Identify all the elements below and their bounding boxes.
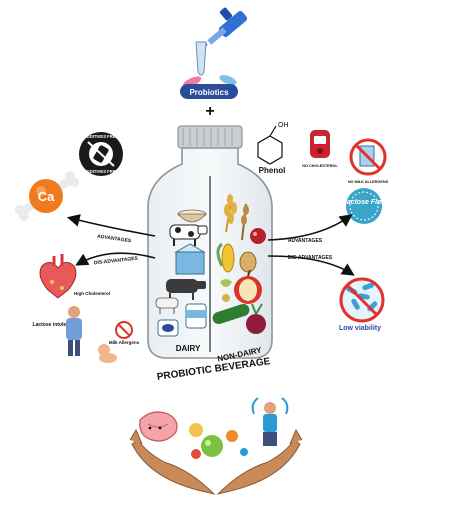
buffalo-icon: [166, 279, 206, 300]
phenol-structure-icon: OH: [257, 122, 289, 165]
pomegranate-icon: [250, 228, 266, 244]
right-advantages-label: ADVANTAGES: [288, 238, 323, 244]
right-hand-icon: [216, 428, 303, 495]
left-disadvantages-label: DIS-ADVANTAGES: [94, 256, 139, 267]
milk-jug-icon: [185, 303, 207, 329]
no-cholesterol-label: NO CHOLESTEROL: [302, 164, 338, 168]
calcium-symbol: Ca: [38, 189, 55, 204]
additives-free-top-text: ADDITIVES FREE: [84, 134, 119, 139]
beetroot-icon: [246, 303, 266, 334]
intestine-icon: [139, 411, 178, 442]
grain-sprouts-icon: [241, 203, 249, 241]
right-disadvantages-label: DIS-ADVANTAGES: [288, 255, 333, 261]
no-milk-allergens-icon: [349, 138, 387, 176]
lactose-intolerance-label: Lactose intolerance: [33, 322, 80, 328]
high-cholesterol-label: High Cholesterol: [74, 291, 110, 296]
left-advantages-arrow: ADVANTAGES: [66, 214, 156, 245]
baby-allergy-icon: [98, 321, 133, 363]
calcium-bone-icon: Ca: [15, 171, 79, 221]
dairy-label: DAIRY: [176, 344, 201, 353]
probiotic-beverage-title: PROBIOTIC BEVERAGE: [156, 356, 271, 383]
milk-carton-icon: [174, 243, 206, 275]
additives-free-badge: ADDITIVES FREE ADDITIVES FREE: [79, 132, 123, 176]
milk-allergens-label: Milk Allergens: [109, 340, 140, 345]
probiotics-badge: Probiotics: [180, 75, 238, 99]
right-disadvantages-arrow: DIS-ADVANTAGES: [267, 255, 355, 276]
wheat-icon: [224, 194, 237, 233]
lactose-free-badge: Lactose Free: [342, 188, 386, 224]
heart-icon: [39, 254, 77, 299]
milk-bowl-icon: [177, 209, 207, 223]
cucumber-icon: [212, 303, 250, 325]
additives-free-bottom-text: ADDITIVES FREE: [84, 169, 119, 174]
left-hand-icon: [129, 428, 216, 495]
goat-icon: [155, 297, 179, 314]
corn-icon: [216, 242, 235, 273]
plus-sign: +: [205, 103, 214, 120]
no-milk-allergens-label: NO MILK ALLERGENS: [348, 180, 389, 184]
probiotics-label: Probiotics: [189, 88, 229, 97]
nutrient-spheres-icon: [189, 423, 248, 459]
left-advantages-label: ADVANTAGES: [97, 234, 132, 245]
apple-icon: [234, 269, 262, 304]
nuts-icon: [239, 251, 257, 273]
oh-group: OH: [278, 122, 289, 129]
bacteria-low-viability-icon: [339, 277, 385, 323]
test-tube-icon: [195, 41, 207, 76]
soybean-icon: [220, 279, 232, 302]
left-disadvantages-arrow: DIS-ADVANTAGES: [75, 252, 156, 267]
right-advantages-arrow: ADVANTAGES: [267, 214, 353, 244]
milk-bottle-icon: [157, 319, 179, 337]
dairy-cow-icon: [169, 224, 208, 246]
phenol-label: Phenol: [259, 166, 286, 175]
cholesterol-meter-icon: [310, 130, 330, 158]
person-stomach-ache-icon: [66, 306, 82, 356]
healthy-woman-icon: [251, 397, 289, 446]
low-viability-label: Low viability: [339, 325, 381, 332]
lactose-free-text: Lactose Free: [342, 199, 385, 206]
